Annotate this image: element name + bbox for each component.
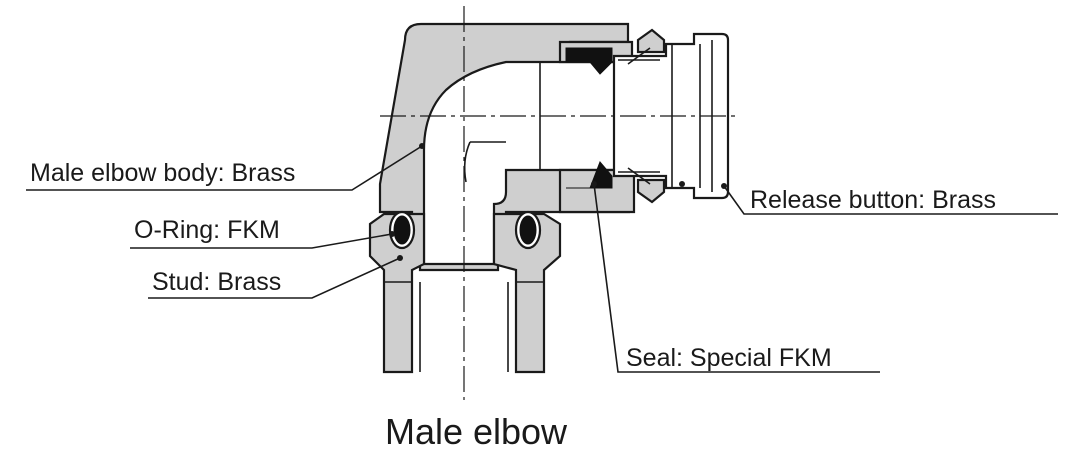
- leader-body-dot: [419, 143, 425, 149]
- label-oring-group: O-Ring: FKM: [130, 216, 395, 249]
- leader-seal: [593, 183, 880, 373]
- leader-stud: [148, 257, 401, 299]
- leader-release-dot: [721, 183, 727, 189]
- label-body: Male elbow body: Brass: [30, 159, 295, 187]
- leader-seal-dot: [591, 181, 597, 187]
- seal-lower: [566, 161, 613, 189]
- leader-stud-dot: [397, 255, 403, 261]
- internal-bore: [422, 60, 632, 266]
- o-ring-right: [514, 210, 542, 250]
- label-oring: O-Ring: FKM: [134, 216, 280, 244]
- seal-upper: [565, 47, 613, 75]
- stud-thread-lines: [419, 282, 509, 372]
- centerlines: [380, 6, 740, 400]
- label-seal-group: Seal: Special FKM: [591, 181, 880, 373]
- label-stud: Stud: Brass: [152, 268, 281, 296]
- label-release: Release button: Brass: [750, 186, 996, 214]
- leader-body: [26, 145, 423, 191]
- leader-oring-dot: [389, 231, 395, 237]
- label-seal: Seal: Special FKM: [626, 344, 832, 372]
- diagram-title: Male elbow: [385, 411, 568, 452]
- leader-release-dot-2: [679, 181, 685, 187]
- label-release-group: Release button: Brass: [679, 181, 1058, 215]
- label-stud-group: Stud: Brass: [148, 255, 403, 299]
- leader-release: [723, 185, 1058, 215]
- o-ring-left: [388, 210, 416, 250]
- label-body-group: Male elbow body: Brass: [26, 143, 425, 191]
- leader-oring: [130, 233, 393, 249]
- release-button: [612, 28, 730, 204]
- stud: [368, 212, 562, 374]
